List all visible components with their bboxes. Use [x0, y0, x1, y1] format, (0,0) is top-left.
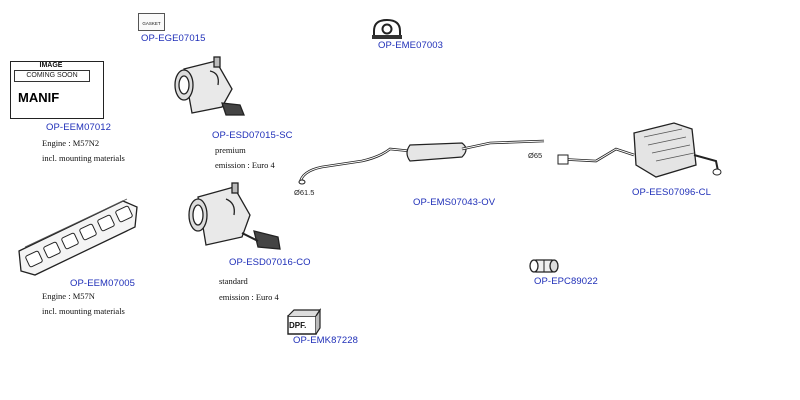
part-code-manifold-n2[interactable]: OP-EEM07012 [46, 122, 111, 133]
engine-label-n: Engine : M57N [42, 291, 95, 301]
dpf-premium-emission: emission : Euro 4 [215, 160, 275, 170]
part-code-gasket[interactable]: OP-EGE07015 [141, 33, 206, 44]
incl-label-n2: incl. mounting materials [42, 153, 125, 163]
dpf-premium-grade: premium [215, 145, 246, 155]
exhaust-manifold-icon[interactable] [15, 197, 145, 277]
dpf-standard-grade: standard [219, 276, 248, 286]
dimension-outlet: Ø65 [528, 151, 543, 160]
incl-label-n: incl. mounting materials [42, 306, 125, 316]
placeholder-coming-soon: COMING SOON [14, 70, 90, 82]
part-code-manifold-n[interactable]: OP-EEM07005 [70, 278, 135, 289]
middle-silencer-icon[interactable] [292, 135, 552, 195]
gasket-icon[interactable]: GASKET [138, 13, 165, 31]
part-code-dpf-kit[interactable]: OP-EMK87228 [293, 335, 358, 346]
part-code-mount[interactable]: OP-EME07003 [378, 40, 443, 51]
placeholder-image-label: IMAGE [39, 62, 63, 69]
dpf-kit-box-icon[interactable] [286, 308, 322, 336]
part-code-dpf-standard[interactable]: OP-ESD07016-CO [229, 257, 311, 268]
part-code-mid-silencer[interactable]: OP-EMS07043-OV [413, 197, 496, 208]
pipe-clamp-icon[interactable] [528, 257, 560, 275]
part-code-dpf-premium[interactable]: OP-ESD07015-SC [212, 130, 293, 141]
dpf-catalyst-icon[interactable] [170, 55, 250, 125]
dpf-kit-label: DPF. [289, 321, 307, 330]
dpf-standard-emission: emission : Euro 4 [219, 292, 279, 302]
rubber-mount-icon[interactable] [371, 18, 403, 40]
rear-silencer-icon[interactable] [556, 115, 726, 185]
dimension-inlet: Ø61.5 [294, 188, 315, 197]
dpf-catalyst-icon[interactable] [184, 182, 284, 258]
part-code-clamp[interactable]: OP-EPC89022 [534, 276, 598, 287]
placeholder-manif-label: MANIF [18, 90, 60, 105]
engine-label-n2: Engine : M57N2 [42, 138, 100, 148]
part-code-rear-silencer[interactable]: OP-EES07096-CL [632, 187, 712, 198]
